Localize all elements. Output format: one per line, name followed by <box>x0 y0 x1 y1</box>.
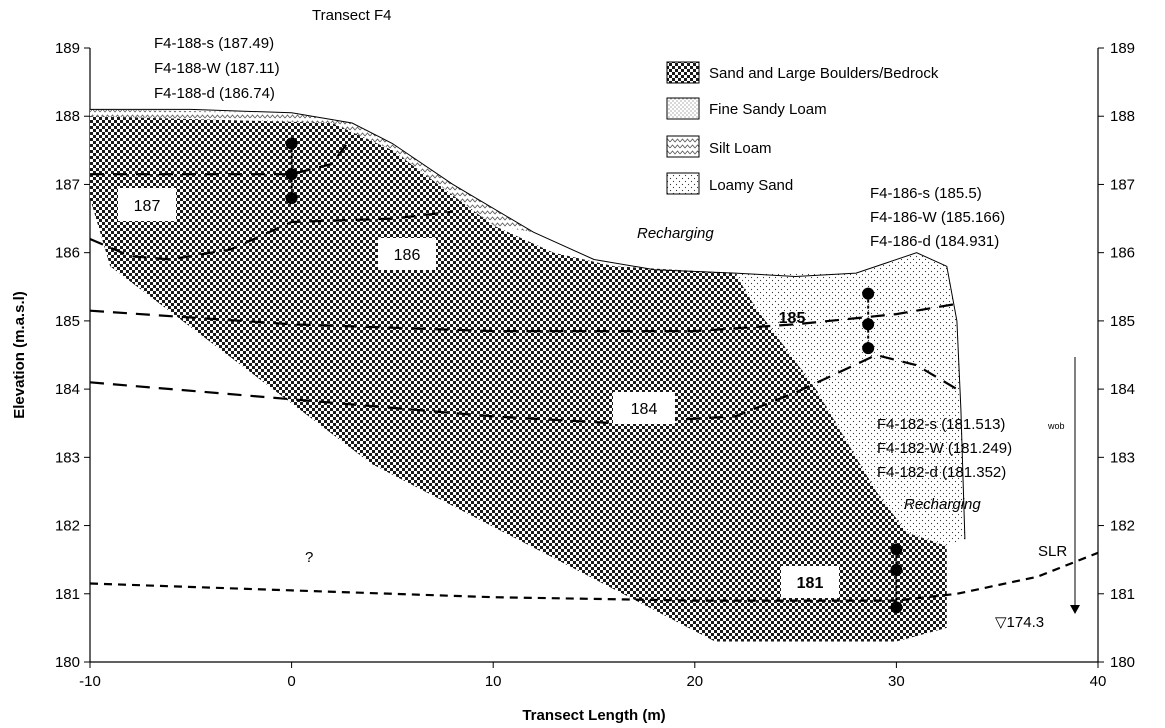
legend-label-fine-sandy-loam: Fine Sandy Loam <box>709 101 827 118</box>
y-tick-label-left: 180 <box>55 654 80 671</box>
y-axis-title: Elevation (m.a.s.l) <box>11 291 28 419</box>
silt-loam-layer <box>90 109 534 233</box>
recharging-label-bottom: Recharging <box>904 496 981 513</box>
svg-text:186: 186 <box>394 247 421 264</box>
legend-label-silt-loam: Silt Loam <box>709 140 772 157</box>
y-tick-label-left: 183 <box>55 449 80 466</box>
x-tick-label: -10 <box>79 673 101 690</box>
well-186-s-label: F4-186-s (185.5) <box>870 185 982 202</box>
svg-text:187: 187 <box>134 198 161 215</box>
x-axis-title: Transect Length (m) <box>522 707 665 724</box>
x-tick-label: 30 <box>888 673 905 690</box>
ground-surface-line <box>90 108 966 540</box>
well-186-d-label: F4-186-d (184.931) <box>870 233 999 250</box>
contour-label-186: 186 <box>378 238 436 270</box>
y-tick-label-left: 186 <box>55 245 80 262</box>
y-tick-label-left: 189 <box>55 40 80 57</box>
y-tick-label-right: 189 <box>1110 40 1135 57</box>
well-point-2-2 <box>890 601 903 614</box>
svg-text:181: 181 <box>797 575 824 592</box>
contour-185 <box>89 302 958 333</box>
y-tick-label-left: 187 <box>55 176 80 193</box>
slr-label: SLR <box>1038 543 1067 560</box>
well-188-annotation: F4-188-s (187.49) F4-188-W (187.11) F4-1… <box>154 35 280 102</box>
well-point-2-1 <box>890 563 903 576</box>
y-tick-label-left: 182 <box>55 518 80 535</box>
legend-swatch-sand-boulders <box>666 61 700 84</box>
y-tick-label-left: 188 <box>55 108 80 125</box>
well-188-w-label: F4-188-W (187.11) <box>154 60 280 77</box>
contour-lines <box>89 136 1099 602</box>
well-point-0-1 <box>285 168 298 181</box>
well-182-w-label: F4-182-W (181.249) <box>877 440 1012 457</box>
soil-layers <box>90 108 966 642</box>
y-tick-label-left: 181 <box>55 586 80 603</box>
y-tick-label-right: 188 <box>1110 108 1135 125</box>
well-186-annotation: F4-186-s (185.5) F4-186-W (185.166) F4-1… <box>870 185 1005 250</box>
x-tick-label: 10 <box>485 673 502 690</box>
well-point-1-2 <box>862 342 875 355</box>
x-tick-label: 20 <box>686 673 703 690</box>
y-tick-label-right: 186 <box>1110 245 1135 262</box>
well-182-d-label: F4-182-d (181.352) <box>877 464 1006 481</box>
contour-label-181: 181 <box>781 566 839 598</box>
well-point-2-0 <box>890 543 903 556</box>
contour-label-187: 187 <box>118 188 176 221</box>
y-tick-label-right: 187 <box>1110 176 1135 193</box>
well-point-0-0 <box>285 137 298 150</box>
y-tick-label-right: 184 <box>1110 381 1135 398</box>
contour-label-185: 185 <box>779 310 806 327</box>
wob-label: wob <box>1047 421 1065 431</box>
well-point-1-0 <box>862 287 875 300</box>
contour-187 <box>90 136 353 176</box>
unknown-marker: ? <box>305 549 313 566</box>
y-tick-label-right: 185 <box>1110 313 1135 330</box>
well-point-0-2 <box>285 192 298 205</box>
contour-181 <box>89 551 1099 602</box>
recharging-label-top: Recharging <box>637 225 714 242</box>
x-tick-label: 40 <box>1090 673 1107 690</box>
chart-title: Transect F4 <box>312 7 391 24</box>
bedrock-layer <box>90 116 947 642</box>
legend: Sand and Large Boulders/Bedrock Fine San… <box>666 61 939 195</box>
x-tick-label: 0 <box>287 673 295 690</box>
well-188-d-label: F4-188-d (186.74) <box>154 85 275 102</box>
legend-swatch-silt-loam <box>666 135 700 158</box>
wells <box>285 137 903 614</box>
legend-swatch-fine-sandy-loam <box>666 97 700 120</box>
legend-label-loamy-sand: Loamy Sand <box>709 177 793 194</box>
contour-186 <box>89 210 454 261</box>
slr-level-label: ▽174.3 <box>995 614 1044 631</box>
svg-text:184: 184 <box>631 401 658 418</box>
contour-label-184: 184 <box>613 392 675 424</box>
y-tick-label-right: 183 <box>1110 449 1135 466</box>
y-tick-label-left: 185 <box>55 313 80 330</box>
contour-184 <box>89 353 958 425</box>
y-tick-label-right: 181 <box>1110 586 1135 603</box>
y-tick-label-right: 182 <box>1110 518 1135 535</box>
well-182-annotation: F4-182-s (181.513) wob F4-182-W (181.249… <box>877 416 1065 481</box>
loamy-sand-layer <box>735 252 965 546</box>
well-188-s-label: F4-188-s (187.49) <box>154 35 274 52</box>
slr-arrow-head <box>1070 605 1080 614</box>
legend-swatch-loamy-sand <box>666 172 700 195</box>
y-tick-label-right: 180 <box>1110 654 1135 671</box>
legend-label-sand-boulders: Sand and Large Boulders/Bedrock <box>709 65 939 82</box>
well-186-w-label: F4-186-W (185.166) <box>870 209 1005 226</box>
svg-text:185: 185 <box>779 310 806 327</box>
well-182-s-label: F4-182-s (181.513) <box>877 416 1005 433</box>
y-tick-label-left: 184 <box>55 381 80 398</box>
well-point-1-1 <box>862 318 875 331</box>
